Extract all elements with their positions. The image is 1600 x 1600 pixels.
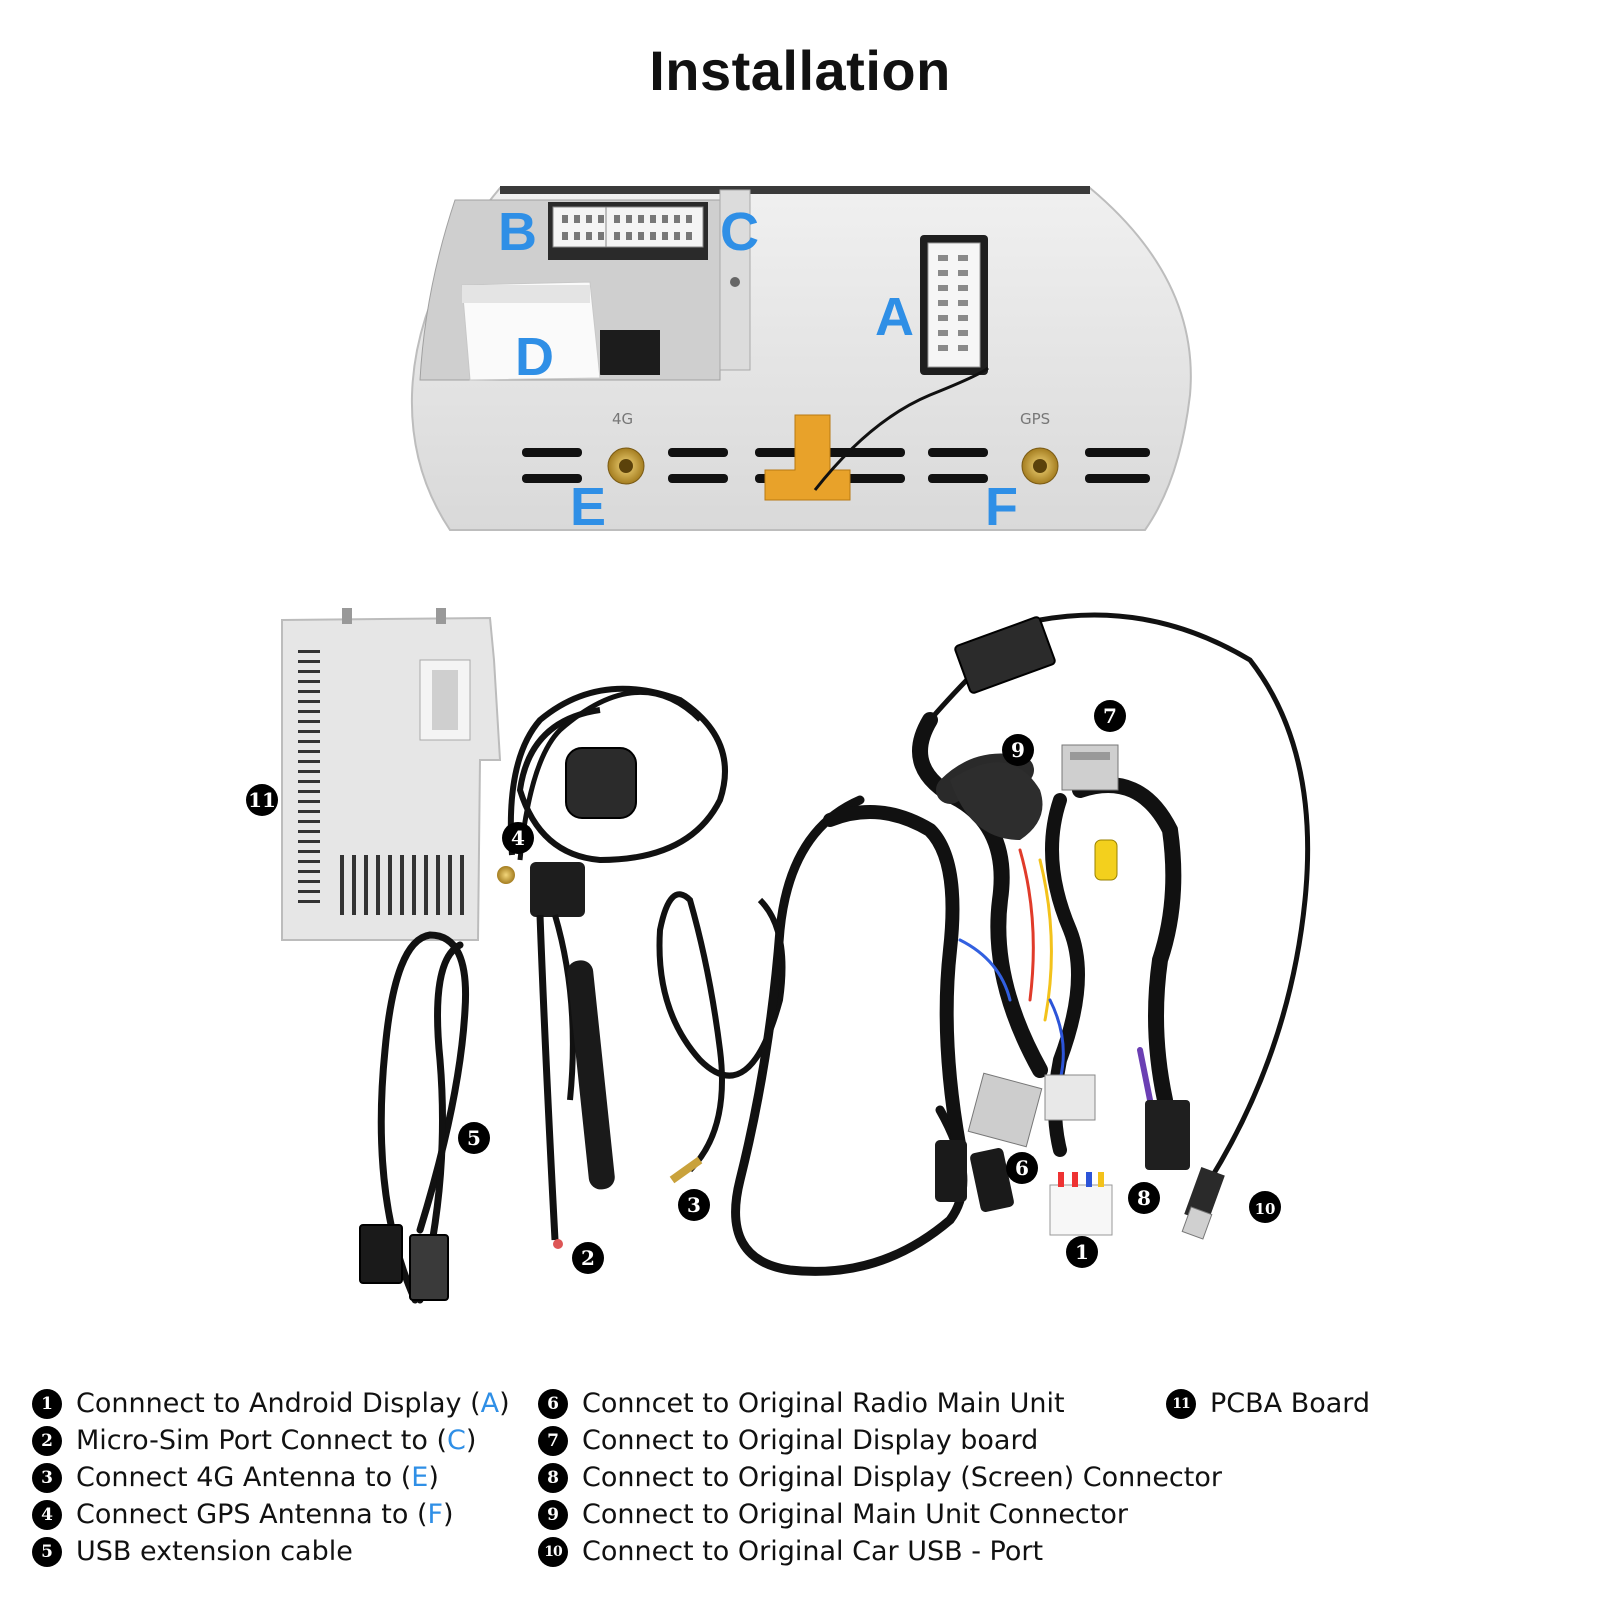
label-4g: 4G: [612, 410, 633, 428]
micro-sim-cable: [530, 862, 615, 1249]
legend-badge: 6: [538, 1388, 568, 1419]
legend-text: Connnect to Android Display (: [76, 1388, 481, 1419]
connector-8: [1145, 1100, 1190, 1170]
legend-text: Micro-Sim Port Connect to (: [76, 1425, 447, 1456]
port-letter-d: D: [515, 327, 554, 387]
connector-7: [1061, 744, 1119, 791]
svg-text:8: 8: [1137, 1186, 1151, 1210]
legend-column-1: 1 Connnect to Android Display (A) 2 Micr…: [32, 1385, 510, 1570]
legend-item-9: 9 Connect to Original Main Unit Connecto…: [538, 1496, 1222, 1533]
legend-end: ): [443, 1499, 454, 1530]
callout-8: 8: [1128, 1182, 1160, 1214]
port-letter-f: F: [985, 477, 1018, 537]
legend-text: Connect 4G Antenna to (: [76, 1462, 412, 1493]
svg-text:5: 5: [467, 1126, 481, 1150]
svg-text:2: 2: [581, 1246, 595, 1270]
page-title: Installation: [649, 39, 951, 102]
legend-item-1: 1 Connnect to Android Display (A): [32, 1385, 510, 1422]
legend-badge: 11: [1166, 1388, 1196, 1419]
legend-item-10: 10 Connect to Original Car USB - Port: [538, 1533, 1222, 1570]
legend-ref: A: [480, 1388, 500, 1419]
legend-item-11: 11 PCBA Board: [1166, 1385, 1370, 1422]
port-letter-a: A: [875, 287, 914, 347]
callout-1: 1: [1066, 1236, 1098, 1268]
connector-10-usb: [1181, 1167, 1225, 1240]
legend-badge: 2: [32, 1425, 62, 1456]
legend-badge: 4: [32, 1499, 62, 1530]
port-letter-c: C: [720, 202, 759, 262]
legend-badge: 9: [538, 1499, 568, 1530]
legend-text: USB extension cable: [76, 1536, 353, 1567]
callout-6: 6: [1006, 1152, 1038, 1184]
legend-badge: 5: [32, 1536, 62, 1567]
jack-4g: [607, 447, 645, 485]
main-harness: [731, 612, 1311, 1276]
connector-a: [920, 235, 988, 375]
label-gps: GPS: [1020, 410, 1050, 428]
legend-ref: C: [447, 1425, 466, 1456]
legend-text: Connect GPS Antenna to (: [76, 1499, 428, 1530]
legend-item-7: 7 Connect to Original Display board: [538, 1422, 1222, 1459]
legend-badge: 3: [32, 1462, 62, 1493]
usb-plugs-black: [935, 1140, 1014, 1212]
callout-3: 3: [678, 1189, 710, 1221]
legend-text: Connect to Original Display (Screen) Con…: [582, 1462, 1222, 1493]
legend-end: ): [465, 1425, 477, 1456]
svg-text:3: 3: [687, 1193, 701, 1217]
svg-text:4: 4: [511, 826, 525, 850]
legend-badge: 1: [32, 1388, 62, 1419]
callout-11: 11: [246, 784, 278, 816]
callout-10: 10: [1249, 1191, 1281, 1223]
legend-badge: 7: [538, 1425, 568, 1456]
legend-text: PCBA Board: [1210, 1388, 1371, 1419]
connector-1: [1049, 1172, 1113, 1236]
legend-item-8: 8 Connect to Original Display (Screen) C…: [538, 1459, 1222, 1496]
legend-item-3: 3 Connect 4G Antenna to (E): [32, 1459, 510, 1496]
legend-text: Connect to Original Display board: [582, 1425, 1039, 1456]
connector-rca-yellow: [1094, 839, 1118, 881]
callout-5: 5: [458, 1122, 490, 1154]
svg-text:11: 11: [248, 788, 276, 812]
callout-7: 7: [1094, 700, 1126, 732]
svg-text:7: 7: [1103, 704, 1117, 728]
svg-text:1: 1: [1075, 1240, 1089, 1264]
jack-gps: [1021, 447, 1059, 485]
legend-item-4: 4 Connect GPS Antenna to (F): [32, 1496, 510, 1533]
connector-6: [967, 1072, 1096, 1148]
callout-4: 4: [502, 822, 534, 854]
svg-text:9: 9: [1011, 738, 1025, 762]
adhesive-tape: [764, 414, 851, 501]
ribbon-cable-d: [461, 281, 660, 381]
legend-text: Connect to Original Main Unit Connector: [582, 1499, 1128, 1530]
legend-badge: 8: [538, 1462, 568, 1493]
legend-text: Connect to Original Car USB - Port: [582, 1536, 1044, 1567]
svg-text:10: 10: [1255, 1200, 1276, 1218]
port-letter-e: E: [570, 477, 606, 537]
svg-text:6: 6: [1015, 1156, 1029, 1180]
connector-b-c: [548, 202, 708, 260]
installation-diagram: 4G GPS B C D A E F: [246, 186, 1311, 1304]
gps-antenna: [497, 685, 728, 884]
legend-item-6: 6 Conncet to Original Radio Main Unit: [538, 1385, 1222, 1422]
legend-ref: F: [427, 1499, 444, 1530]
legend-badge: 10: [538, 1536, 568, 1567]
legend-end: ): [428, 1462, 439, 1493]
pcba-box: [281, 608, 502, 941]
legend-item-5: 5 USB extension cable: [32, 1533, 510, 1570]
legend-ref: E: [411, 1462, 429, 1493]
connector-9: [950, 762, 1043, 840]
legend-end: ): [499, 1388, 510, 1419]
callout-9: 9: [1002, 734, 1034, 766]
4g-antenna: [656, 891, 786, 1184]
head-unit-rear-panel: 4G GPS B C D A E F: [410, 186, 1192, 537]
port-letter-b: B: [498, 202, 537, 262]
legend-column-2: 6 Conncet to Original Radio Main Unit 7 …: [538, 1385, 1222, 1570]
legend-text: Conncet to Original Radio Main Unit: [582, 1388, 1065, 1419]
legend-item-2: 2 Micro-Sim Port Connect to (C): [32, 1422, 510, 1459]
callout-2: 2: [572, 1242, 604, 1274]
usb-extension-cable: [359, 931, 470, 1304]
legend-column-3: 11 PCBA Board: [1166, 1385, 1370, 1422]
